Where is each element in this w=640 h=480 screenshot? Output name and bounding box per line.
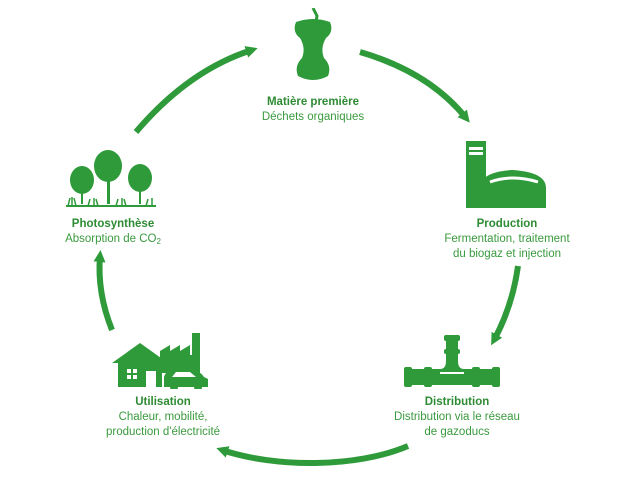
apple-core-icon xyxy=(294,8,332,80)
arrow-matiere-to-production xyxy=(359,49,470,123)
arrow-production-to-distribution xyxy=(491,265,521,346)
trees-icon xyxy=(66,150,156,207)
arrow-distribution-to-utilisation xyxy=(216,443,410,466)
house-factory-car-icon xyxy=(112,333,208,389)
step-description-line-2: du biogaz et injection xyxy=(452,248,562,260)
step-description-line-1: Distribution via le réseau xyxy=(394,411,520,423)
step-description: Déchets organiques xyxy=(261,111,365,123)
co2-subscript: 2 xyxy=(156,237,161,246)
step-description-line-2: de gazoducs xyxy=(424,426,490,438)
arrow-photosynthese-to-matiere xyxy=(133,46,258,134)
step-description-line-1: Fermentation, traitement xyxy=(444,233,570,245)
step-title: Matière première xyxy=(266,96,360,108)
step-utilisation: Utilisation Chaleur, mobilité, productio… xyxy=(78,395,248,440)
arrow-utilisation-to-photosynthese xyxy=(93,250,115,332)
step-description-line-2: production d'électricité xyxy=(105,426,221,438)
step-title: Utilisation xyxy=(135,396,191,408)
description-text: Absorption de CO xyxy=(65,233,157,245)
step-title: Photosynthèse xyxy=(71,218,155,230)
step-description: Absorption de CO2 xyxy=(28,232,198,249)
step-distribution: Distribution Distribution via le réseau … xyxy=(372,395,542,440)
biogas-plant-icon xyxy=(466,141,546,208)
step-description-line-1: Chaleur, mobilité, xyxy=(118,411,208,423)
step-title: Distribution xyxy=(424,396,490,408)
step-production: Production Fermentation, traitement du b… xyxy=(422,217,592,262)
pipeline-icon xyxy=(404,335,500,387)
step-title: Production xyxy=(476,218,538,230)
step-matiere-premiere: Matière première Déchets organiques xyxy=(228,95,398,125)
step-photosynthese: Photosynthèse Absorption de CO2 xyxy=(28,217,198,249)
